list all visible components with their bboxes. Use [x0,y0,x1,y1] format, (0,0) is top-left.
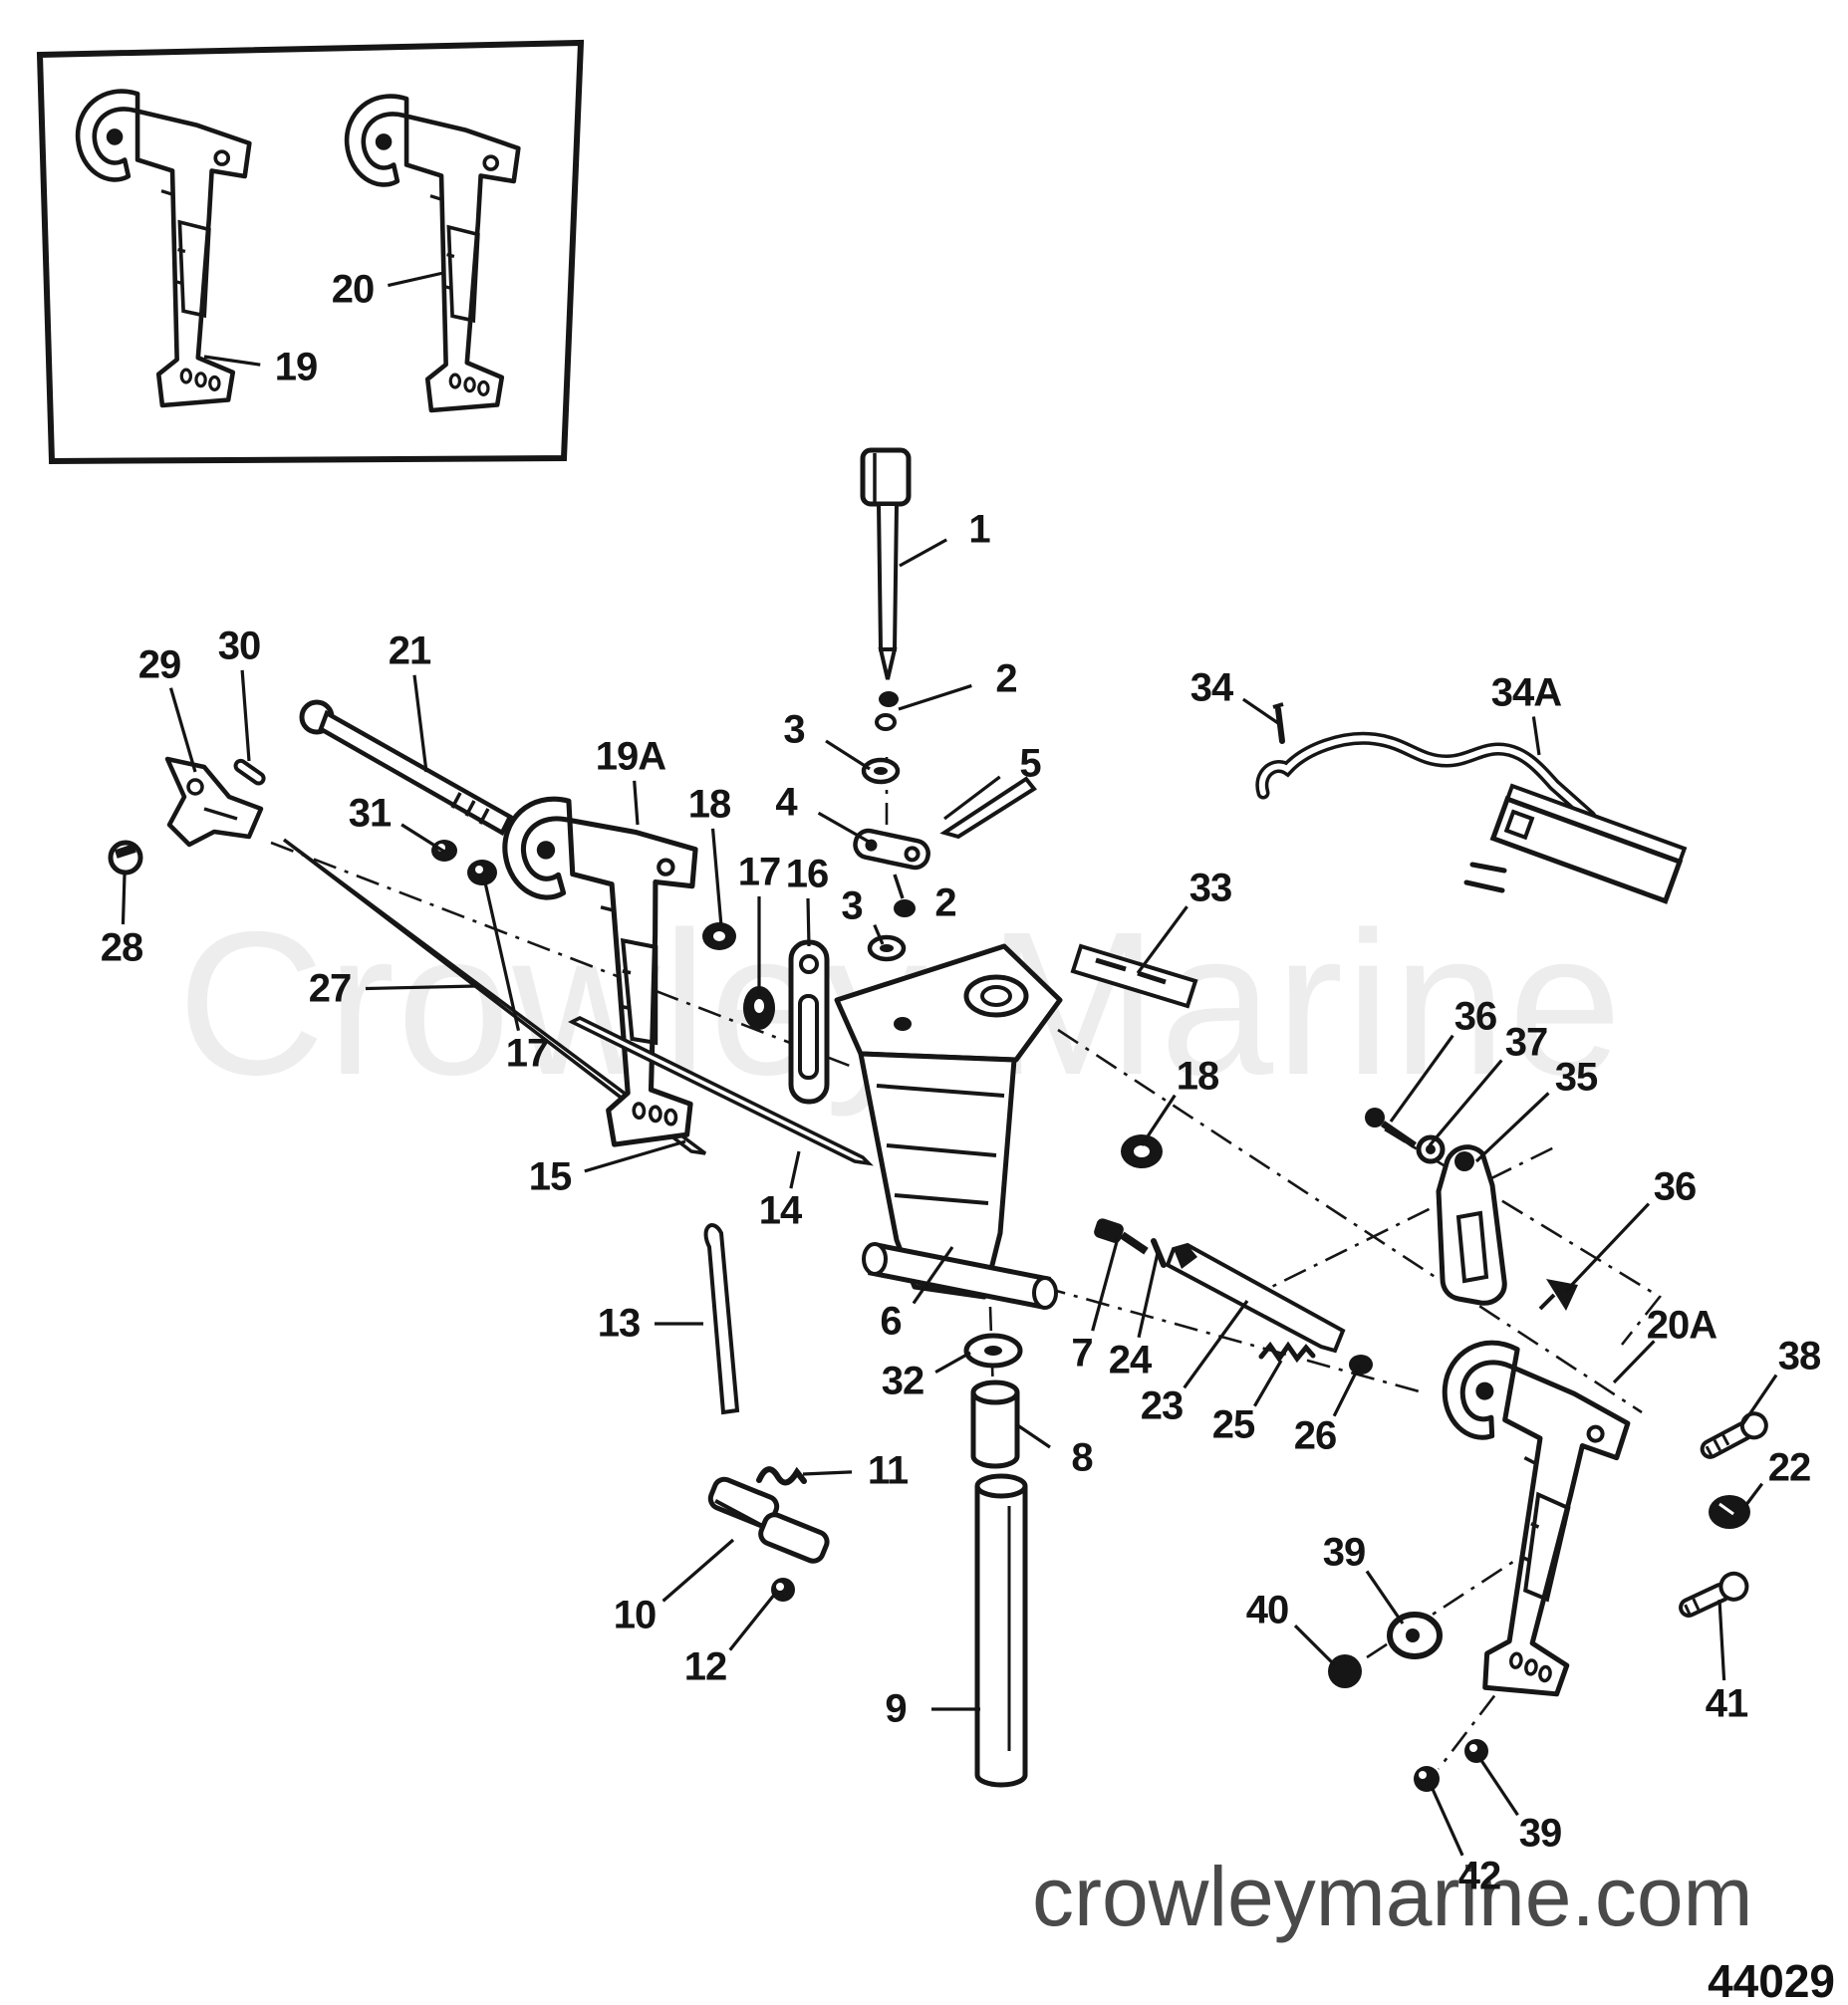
part-30-pin [233,758,266,786]
part-18-bushing-right [1121,1134,1163,1168]
leader-line-19-49 [203,355,261,367]
part-5-pivot-pin [939,776,1037,840]
part-21-tilt-bolt [299,699,513,837]
part-10-clamp-blocks [707,1476,830,1564]
leader-line-33-35 [1136,905,1188,974]
leader-line-36-40 [1564,1202,1651,1293]
leader-line-23-29 [1183,1300,1249,1389]
leader-line-37-37 [1428,1059,1503,1147]
leader-line-40-46 [1293,1624,1337,1667]
part-4-link-plate [853,828,930,871]
leader-line-10-24 [661,1538,735,1603]
leader-line-19A-5 [633,780,640,826]
part-42-locknut [1414,1766,1440,1792]
leader-line-2-1 [898,683,972,711]
part-41-bolt [1679,1571,1749,1618]
part-3-washer-upper [861,757,901,785]
part-2-locknut-upper [875,691,899,731]
part-39-locknut [1464,1739,1488,1763]
part-22-locknut [1709,1495,1750,1529]
leader-line-8-32 [1015,1422,1051,1449]
leader-line-7-27 [1091,1237,1120,1332]
part-28-retainer-clip [108,840,143,876]
leader-line-3-2 [825,739,871,771]
part-27-tilt-rod [282,838,707,1155]
part-1-reverse-lock-shaft [860,447,912,680]
leader-line-31-14 [400,823,445,854]
part-38-bolt [1700,1411,1768,1459]
leader-line-20-50 [388,271,444,288]
part-3-washer-lower [867,934,907,962]
part-34A-tiller-handle [1255,731,1688,904]
part-39-grommet-washer [1387,1612,1443,1659]
document-number: 44029 [1708,1955,1835,2005]
part-32-washer [963,1333,1023,1369]
leader-line-39-47 [1478,1758,1519,1817]
part-19A-transom-bracket [502,792,710,1149]
part-18-bushing-left [702,922,736,950]
leader-line-35-38 [1474,1092,1550,1163]
leader-line-6-21 [912,1246,954,1305]
leader-line-34-33 [1242,697,1279,725]
part-25-spring [1258,1341,1316,1364]
part-17-rubber-mount-left [467,860,497,885]
part-23-tilt-tube-rod [1165,1242,1346,1354]
part-29-tilt-lock-lever [164,756,264,848]
part-16-slotted-link [788,939,830,1105]
leader-line-26-31 [1332,1366,1361,1417]
part-13-link-rod [703,1223,740,1415]
leader-lines [121,271,1778,1857]
leader-line-22-43 [1743,1482,1764,1507]
leader-line-21-13 [412,674,428,773]
leader-line-38-42 [1739,1374,1778,1427]
leader-line-17-17 [483,881,521,1032]
leader-line-15-18 [584,1139,686,1173]
part-34-pin [1272,702,1285,744]
leader-line-24-28 [1137,1252,1160,1339]
leader-line-34A-34 [1531,716,1541,756]
leader-line-16-8 [806,897,811,947]
part-20-transom-bracket [347,97,518,410]
part-9-swivel-tube [974,1473,1028,1788]
part-40-cap [1328,1654,1362,1688]
leader-line-11-23 [802,1470,853,1476]
leader-line-5-3 [943,775,1001,821]
part-7-bolt [1094,1218,1149,1255]
part-33-trim-strip [1070,943,1198,1009]
part-24-pin [1151,1238,1167,1268]
leader-line-30-12 [240,669,251,762]
part-12-nut [771,1578,795,1602]
footer-site-text: crowleymarine.com [1032,1850,1753,1943]
part-8-bushing-sleeve [970,1379,1020,1469]
part-2-locknut-lower [893,874,916,917]
part-35-anchor-bracket [1436,1144,1507,1306]
leader-line-2-10 [904,906,912,914]
part-14-shift-rod [568,1016,874,1166]
leader-line-41-44 [1717,1599,1726,1681]
leader-line-14-19 [789,1150,801,1189]
inset-box [36,39,585,465]
leader-line-12-25 [728,1593,777,1651]
part-36-screw-upper [1365,1108,1417,1148]
leader-line-20A-41 [1612,1340,1656,1384]
leader-line-36-36 [1389,1034,1454,1123]
leader-line-4-4 [817,811,870,844]
part-11-spring-clip [756,1466,807,1486]
leader-line-3-9 [873,923,885,945]
part-6-swivel-bracket [834,943,1063,1310]
leader-line-25-30 [1253,1360,1283,1407]
leader-line-28-15 [121,874,127,925]
part-26-nut [1349,1355,1373,1375]
part-37-washer [1416,1134,1446,1164]
leader-line-42-48 [1430,1786,1464,1857]
leader-line-29-11 [168,687,197,773]
leader-line-27-16 [365,984,477,991]
leader-line-18-39 [1140,1094,1177,1146]
leader-line-39-45 [1365,1570,1405,1625]
part-17-rubber-grommet [743,986,775,1030]
leader-line-32-22 [934,1351,971,1374]
leader-line-1-0 [899,538,947,568]
leader-line-18-6 [710,828,723,927]
